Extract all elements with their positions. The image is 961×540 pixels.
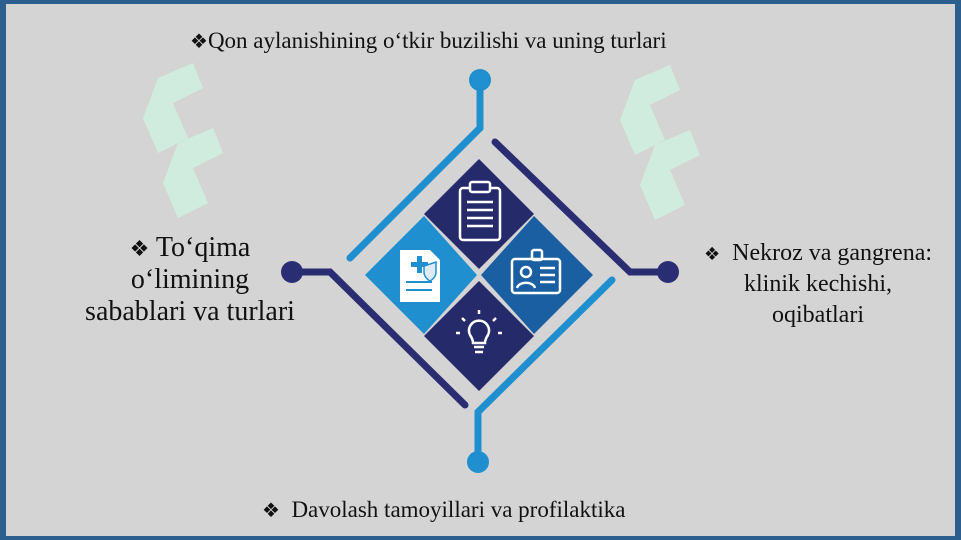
bullet-icon: ❖ <box>129 237 150 262</box>
tile-right <box>481 216 593 334</box>
node-top <box>469 69 491 91</box>
connector-bottom <box>474 276 616 466</box>
medical-document-icon <box>400 250 440 302</box>
topic-left-line-1: ❖ To‘qima <box>129 232 251 263</box>
connector-right-upper <box>491 138 672 276</box>
topic-left: ❖ To‘qima o‘limining sabablari va turlar… <box>60 232 320 329</box>
clipboard-icon <box>458 180 502 242</box>
topic-right: ❖ Nekroz va gangrena: klinik kechishi, o… <box>678 238 958 332</box>
topic-bottom-text: Davolash tamoyillari va profilaktika <box>291 497 626 522</box>
topic-top: ❖Qon aylanishining o‘tkir buzilishi va u… <box>190 28 667 54</box>
topic-right-line-1: ❖ Nekroz va gangrena: <box>703 240 933 266</box>
bullet-icon: ❖ <box>703 244 721 265</box>
node-left <box>281 261 303 283</box>
bullet-icon: ❖ <box>262 498 280 522</box>
tile-top <box>424 159 534 269</box>
connector-top <box>346 76 484 262</box>
topic-right-line-3: oqibatlari <box>772 302 864 329</box>
topic-left-line-3: sabablari va turlari <box>85 296 295 328</box>
topic-right-line-2: klinik kechishi, <box>744 271 892 298</box>
connector-left <box>288 268 469 409</box>
bullet-icon: ❖ <box>190 29 208 53</box>
id-card-icon <box>510 248 562 295</box>
topic-top-text: Qon aylanishining o‘tkir buzilishi va un… <box>207 28 667 53</box>
lightbulb-icon <box>456 310 502 354</box>
topic-left-line-2: o‘limining <box>130 264 250 296</box>
node-bottom <box>467 451 489 473</box>
node-right <box>657 261 679 283</box>
topic-bottom: ❖ Davolash tamoyillari va profilaktika <box>262 497 625 523</box>
tile-bottom <box>424 281 534 391</box>
